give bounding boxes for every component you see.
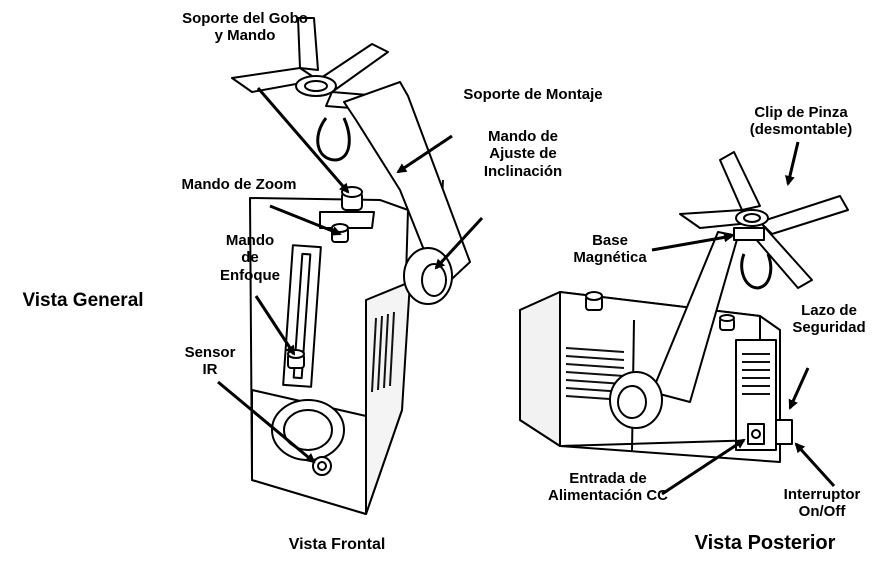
front-fixture: [231, 17, 471, 515]
arrow-tilt-knob: [434, 216, 484, 270]
arrow-safety-loop: [788, 367, 810, 410]
rear-body: [519, 291, 793, 463]
arrow-magnetic-base: [651, 232, 734, 252]
label-rear-view: Vista Posterior: [694, 532, 836, 554]
callout-arrows: [217, 87, 836, 496]
arrow-gobo-holder: [256, 87, 350, 194]
front-body: [249, 179, 444, 515]
arrow-power-switch: [794, 442, 836, 488]
rear-tilt-knob: [609, 371, 663, 429]
front-mounting-bracket: [343, 81, 471, 291]
label-general-view: Vista General: [22, 290, 144, 311]
rear-fixture: [519, 151, 849, 463]
arrow-zoom-knob: [269, 204, 342, 236]
label-mounting-bracket: Soporte de Montaje: [463, 86, 603, 103]
label-front-view: Vista Frontal: [288, 536, 386, 553]
front-safety-loop: [316, 117, 351, 162]
rear-safety-loop: [740, 253, 773, 290]
arrow-dc-input: [661, 438, 746, 496]
arrow-mounting-bracket: [396, 134, 453, 174]
label-clamp-clip: Clip de Pinza(desmontable): [749, 104, 853, 139]
rear-clamp-clip: [679, 151, 849, 289]
arrow-focus-knob: [254, 295, 296, 356]
rear-top-knobs: [585, 291, 735, 331]
arrow-ir-sensor: [217, 380, 316, 464]
rear-power-switch: [775, 419, 793, 445]
arrow-clamp-clip: [784, 141, 800, 186]
label-zoom-knob: Mando de Zoom: [181, 176, 297, 193]
